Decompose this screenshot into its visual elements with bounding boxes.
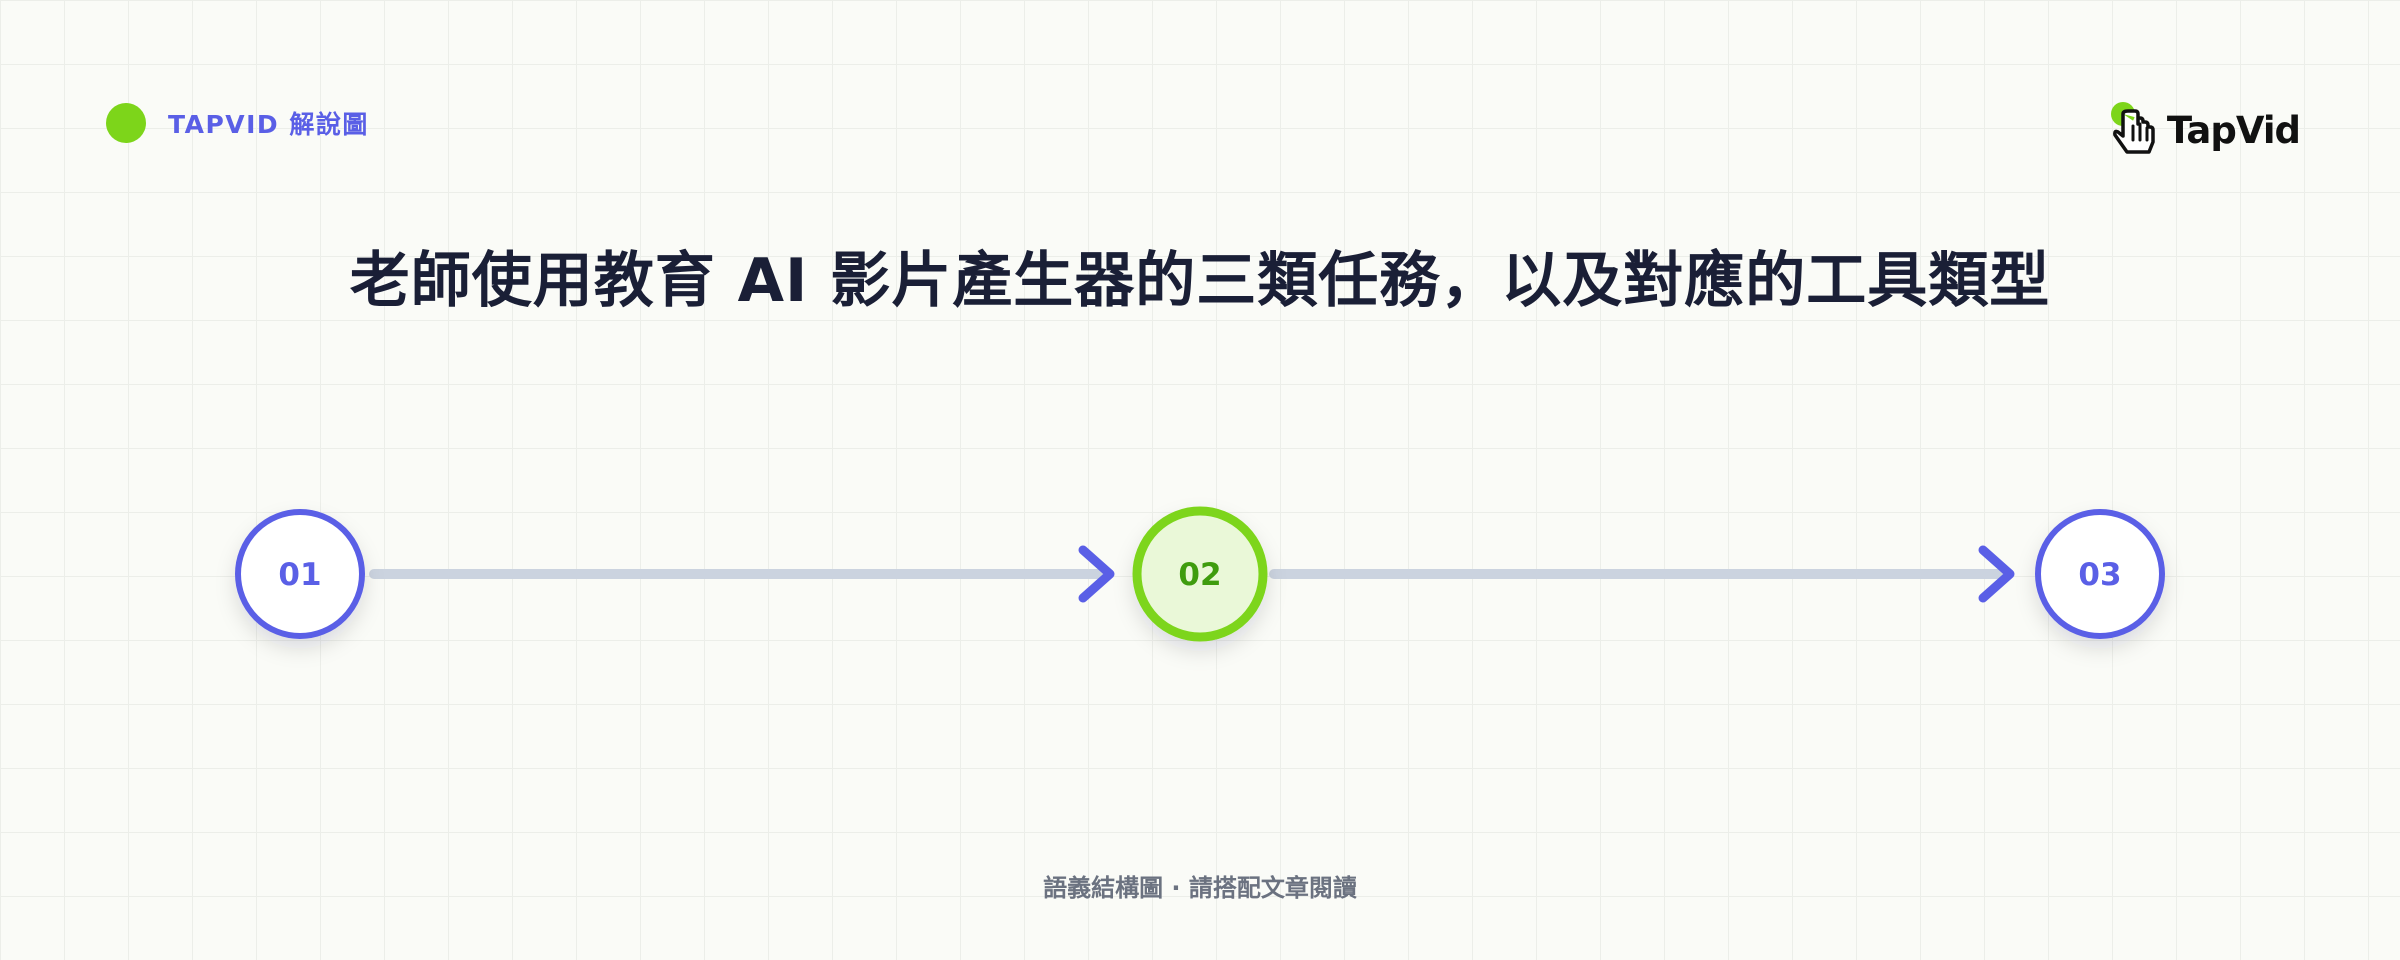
step-node-2: 02 bbox=[1132, 506, 1268, 642]
footer-caption: 語義結構圖 · 請搭配文章閱讀 bbox=[1043, 874, 1357, 902]
header-tag-label: TAPVID 解說圖 bbox=[168, 110, 369, 139]
tapvid-logo: TapVid bbox=[2109, 100, 2301, 160]
arrow-right-icon bbox=[1078, 545, 1115, 603]
step-label-3: 03 bbox=[2078, 557, 2121, 593]
logo-wordmark: TapVid bbox=[2166, 108, 2301, 152]
step-label-1: 01 bbox=[278, 557, 321, 593]
green-dot-icon bbox=[106, 103, 146, 143]
step-label-2: 02 bbox=[1178, 557, 1221, 593]
pointing-hand-icon bbox=[2110, 102, 2155, 154]
step-node-1: 01 bbox=[235, 509, 365, 639]
arrow-right-icon bbox=[1978, 545, 2015, 603]
step-node-3: 03 bbox=[2035, 509, 2165, 639]
page-title: 老師使用教育 AI 影片產生器的三類任務，以及對應的工具類型 bbox=[349, 246, 2051, 316]
header-tag: TAPVID 解說圖 bbox=[106, 103, 369, 143]
